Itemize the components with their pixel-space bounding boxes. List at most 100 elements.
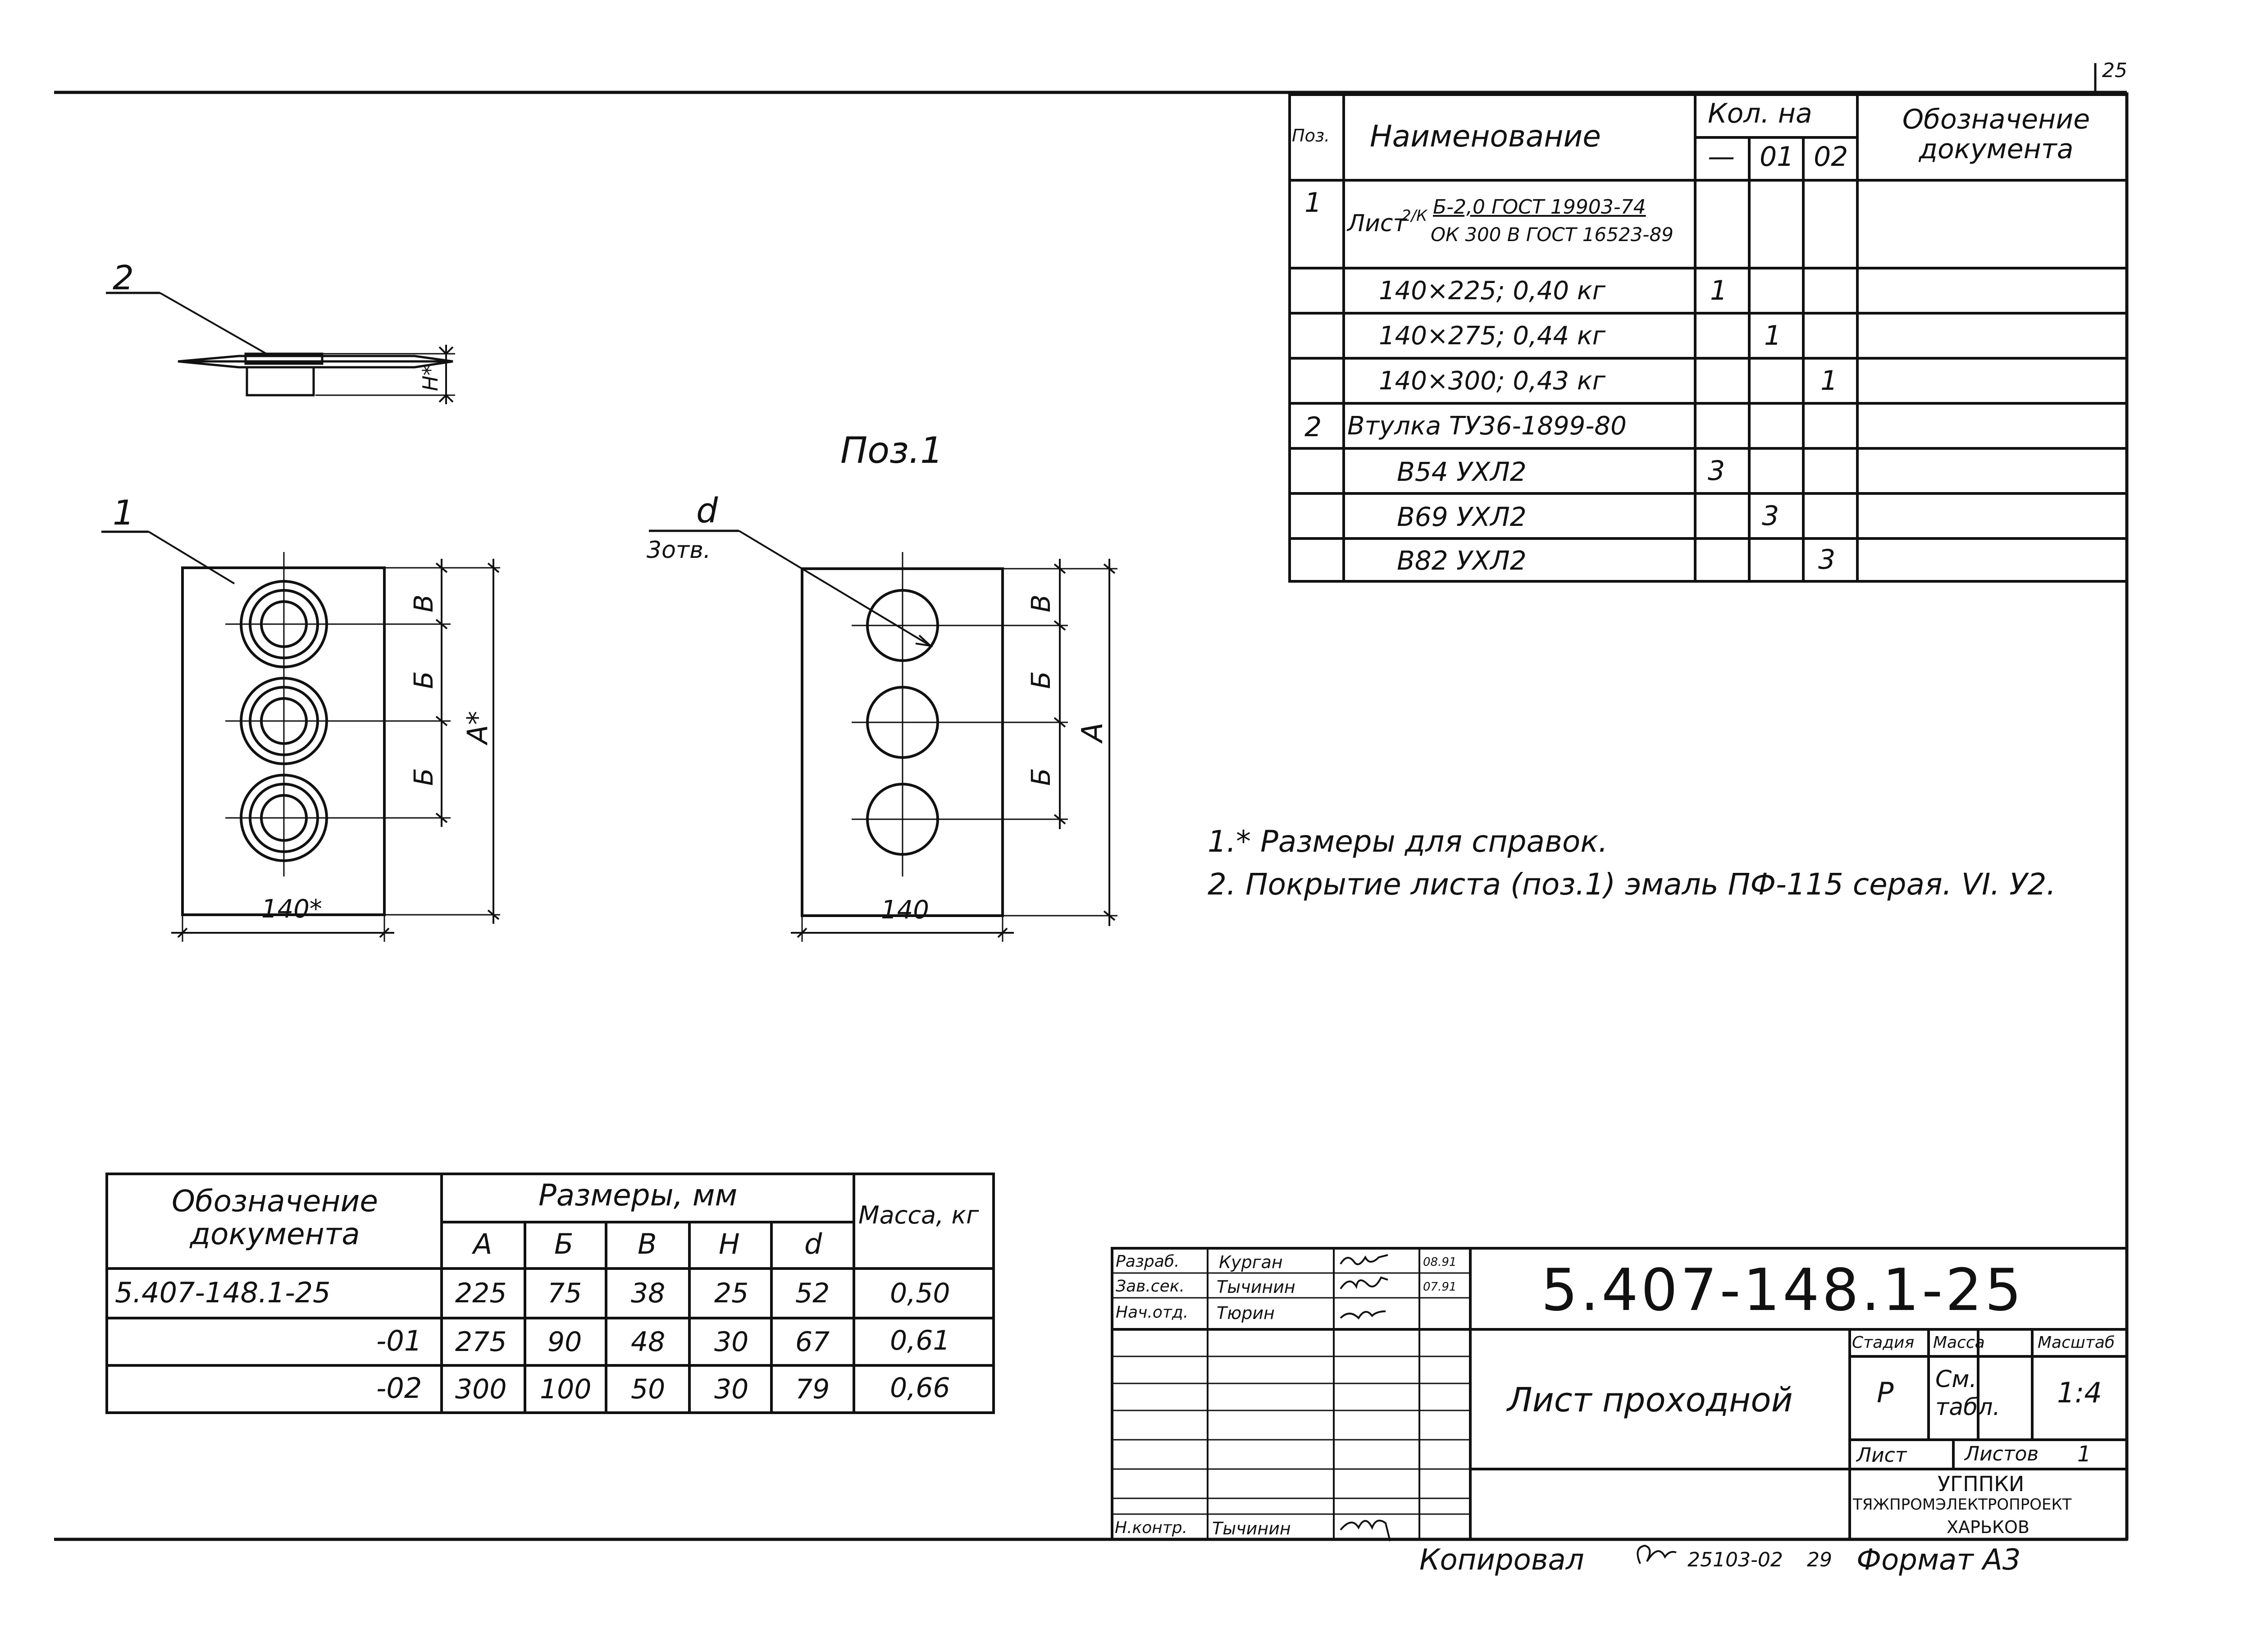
spec-header-qty: Кол. на [1708,98,1812,129]
spec-header-designation: Обозначение документа [1902,104,2090,165]
spec-row1-name-c: Б-2,0 ГОСТ 19903-74 [1433,196,1646,219]
dims-col-d: d [804,1228,822,1260]
assembly-dim-b2: Б [408,768,439,786]
pos1-dim-a: А [1076,722,1109,742]
dims-row3-d: 79 [795,1374,830,1405]
dims-row2-v: 48 [631,1326,666,1358]
pos1-dim-b2: Б [1026,768,1056,786]
spec-row1-name-b: 2/К [1401,207,1428,225]
dims-col-h: Н [719,1228,740,1260]
pos1-view [649,529,1117,942]
tb-scale: 1:4 [2057,1376,2102,1409]
dims-col-b: Б [554,1228,574,1260]
spec-row1-pos: 1 [1304,187,1322,219]
tb-stage: Р [1877,1376,1894,1409]
dims-row2-d: 67 [795,1326,830,1358]
dims-row3-a: 300 [455,1374,507,1405]
spec-row4-name: 140×300; 0,43 кг [1379,366,1606,396]
spec-row5-pos: 2 [1304,411,1322,443]
tb-role-4: Н.контр. [1115,1519,1188,1537]
dims-row3-doc: -02 [376,1372,422,1405]
signatures [1340,1254,1677,1564]
footer-copied: Копировал [1419,1543,1584,1577]
tb-org-1: УГППКИ [1938,1472,2025,1496]
assembly-view [101,530,500,942]
note-2: 2. Покрытие листа (поз.1) эмаль ПФ-115 с… [1208,867,2056,902]
hole-count-label: 3отв. [647,537,711,564]
drawing-title: Лист проходной [1507,1381,1793,1419]
dims-row2-doc: -01 [376,1324,422,1357]
tb-sheet-label: Лист [1856,1444,1907,1467]
tb-mass-label: Масса [1933,1333,1985,1352]
tb-name-3: Тюрин [1217,1303,1275,1323]
spec-row8-name: В82 УХЛ2 [1397,545,1527,576]
footer-order-sheet: 29 [1807,1548,1832,1571]
note-1: 1.* Размеры для справок. [1208,824,1608,859]
footer-order: 25103-02 [1687,1548,1783,1571]
spec-row3-name: 140×275; 0,44 кг [1379,321,1606,351]
dims-row1-a: 225 [455,1278,507,1309]
sheet-number: 25 [2102,59,2127,82]
dims-col-v: В [638,1228,657,1260]
dims-row2-h: 30 [714,1326,749,1358]
dims-row1-doc: 5.407-148.1-25 [115,1276,331,1309]
spec-row6-name: В54 УХЛ2 [1397,456,1527,487]
spec-row3-q1: 1 [1764,320,1782,351]
title-block-lines [1111,1247,2128,1541]
pos1-title: Поз.1 [840,429,943,471]
dims-row1-v: 38 [631,1278,666,1309]
dims-row2-mass: 0,61 [890,1325,950,1356]
assembly-width: 140* [261,894,322,924]
pos1-dim-b1: Б [1026,671,1056,689]
assembly-dim-a: А* [461,711,494,744]
tb-date-2: 07.91 [1423,1280,1457,1294]
footer-format: Формат А3 [1856,1543,2021,1577]
drawing-number: 5.407-148.1-25 [1541,1257,2025,1324]
spec-header-q2: 02 [1814,141,1848,173]
side-view-callout-2: 2 [113,259,134,297]
spec-row7-q1: 3 [1762,500,1779,532]
side-view [106,292,455,404]
dims-row3-h: 30 [714,1374,749,1405]
spec-row2-name: 140×225; 0,40 кг [1379,276,1606,306]
dims-col-a: А [473,1228,493,1260]
tb-name-4: Тычинин [1212,1519,1291,1538]
spec-row1-name-a: Лист [1347,210,1407,237]
spec-header-pos: Поз. [1292,126,1330,146]
spec-row7-name: В69 УХЛ2 [1397,502,1527,532]
spec-header-q0: — [1708,141,1735,173]
tb-org-2: ТЯЖПРОМЭЛЕКТРОПРОЕКТ [1853,1496,2072,1514]
spec-row1-name-d: ОК 300 В ГОСТ 16523-89 [1431,224,1674,246]
tb-role-3: Нач.отд. [1116,1303,1189,1322]
dims-row1-b: 75 [547,1278,582,1309]
assembly-dim-v: В [408,594,439,612]
tb-name-2: Тычинин [1217,1277,1295,1297]
dims-row1-d: 52 [795,1278,830,1309]
spec-table-lines [1288,93,2128,583]
hole-diameter-label: d [696,490,718,530]
tb-date-1: 08.91 [1423,1255,1457,1269]
dims-table-lines [105,1173,995,1414]
tb-org-3: ХАРЬКОВ [1947,1517,2030,1537]
dims-row3-b: 100 [540,1374,592,1405]
pos1-width: 140 [881,895,929,925]
side-view-dim-h: H* [418,365,442,391]
spec-row8-q2: 3 [1818,544,1836,575]
spec-row6-q0: 3 [1708,455,1725,487]
spec-row5-name: Втулка ТУ36-1899-80 [1347,411,1627,441]
dims-header-doc: Обозначение документа [172,1184,378,1251]
spec-row4-q2: 1 [1820,365,1838,397]
dims-header-sizes: Размеры, мм [538,1178,738,1213]
dims-row3-mass: 0,66 [890,1372,950,1404]
dims-row1-h: 25 [714,1278,749,1309]
assembly-dim-b1: Б [408,671,439,689]
tb-name-1: Курган [1219,1252,1283,1272]
dims-row1-mass: 0,50 [890,1278,950,1309]
tb-role-1: Разраб. [1116,1252,1180,1271]
spec-row2-q0: 1 [1710,275,1728,306]
dims-row3-v: 50 [631,1374,666,1405]
spec-header-name: Наименование [1370,119,1601,154]
assembly-callout-1: 1 [113,493,135,533]
pos1-dim-v: В [1026,594,1056,612]
